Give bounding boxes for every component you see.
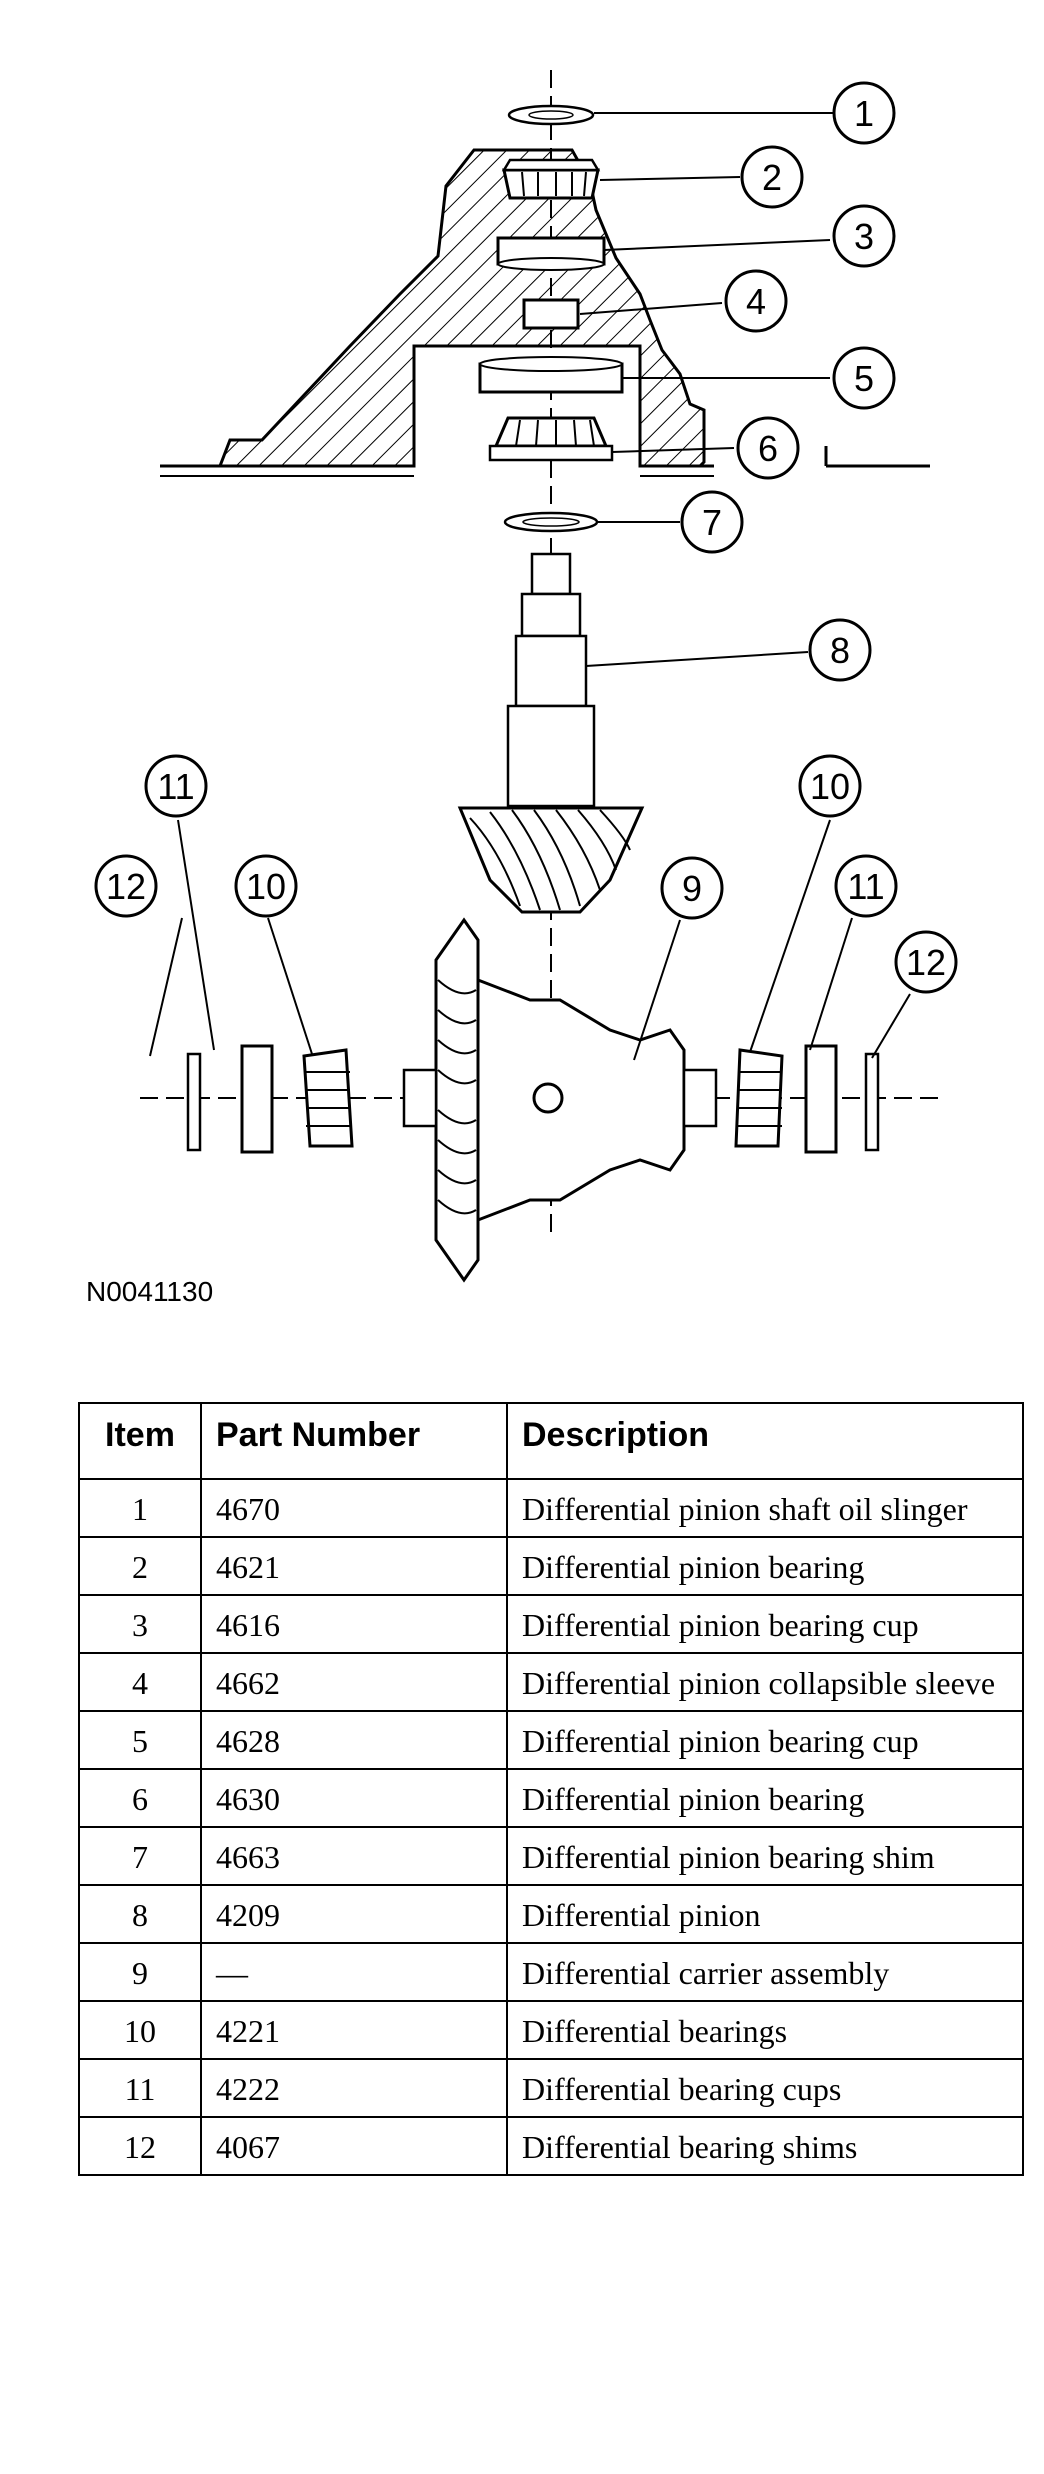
- table-row: 10 4221 Differential bearings: [78, 2000, 1024, 2060]
- cell-description: Differential pinion shaft oil slinger: [506, 1478, 1024, 1538]
- cell-part-number: 4630: [200, 1768, 508, 1828]
- callout-10-left: 10: [234, 854, 298, 918]
- callout-9: 9: [660, 856, 724, 920]
- cell-description: Differential bearings: [506, 2000, 1024, 2060]
- parts-table: Item Part Number Description 1 4670 Diff…: [78, 1402, 1024, 2176]
- svg-text:2: 2: [762, 157, 782, 198]
- svg-text:4: 4: [746, 281, 766, 322]
- cell-description: Differential bearing cups: [506, 2058, 1024, 2118]
- cell-item: 4: [78, 1652, 202, 1712]
- left-side-bearing-parts: [186, 1044, 354, 1154]
- svg-text:10: 10: [810, 766, 850, 807]
- table-row: 5 4628 Differential pinion bearing cup: [78, 1710, 1024, 1770]
- cell-part-number: —: [200, 1942, 508, 2002]
- differential-pinion: [457, 552, 645, 914]
- callout-4: 4: [724, 269, 788, 333]
- right-side-bearing-parts: [734, 1044, 880, 1154]
- leader-lines: [149, 112, 911, 1061]
- table-row: 6 4630 Differential pinion bearing: [78, 1768, 1024, 1828]
- svg-text:6: 6: [758, 428, 778, 469]
- callout-7: 7: [680, 490, 744, 554]
- cell-part-number: 4621: [200, 1536, 508, 1596]
- collapsible-sleeve: [522, 298, 580, 330]
- callout-11-left: 11: [144, 754, 208, 818]
- svg-text:8: 8: [830, 630, 850, 671]
- cell-description: Differential pinion bearing: [506, 1768, 1024, 1828]
- svg-text:7: 7: [702, 502, 722, 543]
- callout-1: 1: [832, 81, 896, 145]
- oil-slinger-part: [507, 104, 595, 126]
- cell-description: Differential bearing shims: [506, 2116, 1024, 2176]
- callout-11-right: 11: [834, 854, 898, 918]
- cell-description: Differential pinion: [506, 1884, 1024, 1944]
- cell-item: 1: [78, 1478, 202, 1538]
- cell-part-number: 4222: [200, 2058, 508, 2118]
- callout-12-left: 12: [94, 854, 158, 918]
- cell-item: 12: [78, 2116, 202, 2176]
- svg-text:5: 5: [854, 358, 874, 399]
- table-row: 8 4209 Differential pinion: [78, 1884, 1024, 1944]
- cell-item: 3: [78, 1594, 202, 1654]
- cell-description: Differential pinion bearing shim: [506, 1826, 1024, 1886]
- cell-item: 8: [78, 1884, 202, 1944]
- carrier-assembly: [402, 917, 718, 1283]
- svg-text:11: 11: [847, 866, 884, 907]
- cell-part-number: 4221: [200, 2000, 508, 2060]
- cell-item: 5: [78, 1710, 202, 1770]
- svg-text:10: 10: [246, 866, 286, 907]
- cell-part-number: 4616: [200, 1594, 508, 1654]
- cell-part-number: 4662: [200, 1652, 508, 1712]
- table-row: 3 4616 Differential pinion bearing cup: [78, 1594, 1024, 1654]
- figure-id-label: N0041130: [86, 1276, 214, 1307]
- svg-text:12: 12: [106, 866, 146, 907]
- cell-item: 9: [78, 1942, 202, 2002]
- table-header-row: Item Part Number Description: [78, 1402, 1024, 1480]
- callout-6: 6: [736, 416, 800, 480]
- cell-item: 2: [78, 1536, 202, 1596]
- cell-item: 7: [78, 1826, 202, 1886]
- table-row: 1 4670 Differential pinion shaft oil sli…: [78, 1478, 1024, 1538]
- table-row: 9 — Differential carrier assembly: [78, 1942, 1024, 2002]
- cell-description: Differential pinion bearing: [506, 1536, 1024, 1596]
- table-row: 12 4067 Differential bearing shims: [78, 2116, 1024, 2176]
- header-description: Description: [506, 1402, 1024, 1480]
- callout-5: 5: [832, 346, 896, 410]
- cell-part-number: 4628: [200, 1710, 508, 1770]
- svg-text:11: 11: [157, 766, 194, 807]
- cell-description: Differential pinion bearing cup: [506, 1710, 1024, 1770]
- svg-text:9: 9: [682, 868, 702, 909]
- table-row: 11 4222 Differential bearing cups: [78, 2058, 1024, 2118]
- table-row: 2 4621 Differential pinion bearing: [78, 1536, 1024, 1596]
- cell-item: 6: [78, 1768, 202, 1828]
- pinion-bearing-cup-lower: [478, 356, 624, 394]
- pinion-bearing-lower: [488, 416, 614, 462]
- cell-part-number: 4663: [200, 1826, 508, 1886]
- cell-description: Differential pinion bearing cup: [506, 1594, 1024, 1654]
- callout-8: 8: [808, 618, 872, 682]
- svg-text:12: 12: [906, 942, 946, 983]
- pinion-bearing-upper: [501, 158, 601, 200]
- table-row: 4 4662 Differential pinion collapsible s…: [78, 1652, 1024, 1712]
- callout-12-right: 12: [894, 930, 958, 994]
- header-part-number: Part Number: [200, 1402, 508, 1480]
- carrier-housing: [160, 148, 930, 477]
- header-item: Item: [78, 1402, 202, 1480]
- cell-part-number: 4670: [200, 1478, 508, 1538]
- cell-description: Differential pinion collapsible sleeve: [506, 1652, 1024, 1712]
- svg-text:1: 1: [854, 93, 874, 134]
- cell-part-number: 4067: [200, 2116, 508, 2176]
- exploded-view-diagram: 1 2 3 4 5 6 7 8 9 10 11 12 10 11 12: [94, 70, 958, 1283]
- callout-10-right: 10: [798, 754, 862, 818]
- pinion-bearing-shim: [503, 511, 599, 533]
- callout-2: 2: [740, 145, 804, 209]
- cell-description: Differential carrier assembly: [506, 1942, 1024, 2002]
- callout-3: 3: [832, 204, 896, 268]
- cell-part-number: 4209: [200, 1884, 508, 1944]
- cell-item: 11: [78, 2058, 202, 2118]
- svg-text:3: 3: [854, 216, 874, 257]
- pinion-bearing-cup-upper: [496, 236, 606, 271]
- cell-item: 10: [78, 2000, 202, 2060]
- table-row: 7 4663 Differential pinion bearing shim: [78, 1826, 1024, 1886]
